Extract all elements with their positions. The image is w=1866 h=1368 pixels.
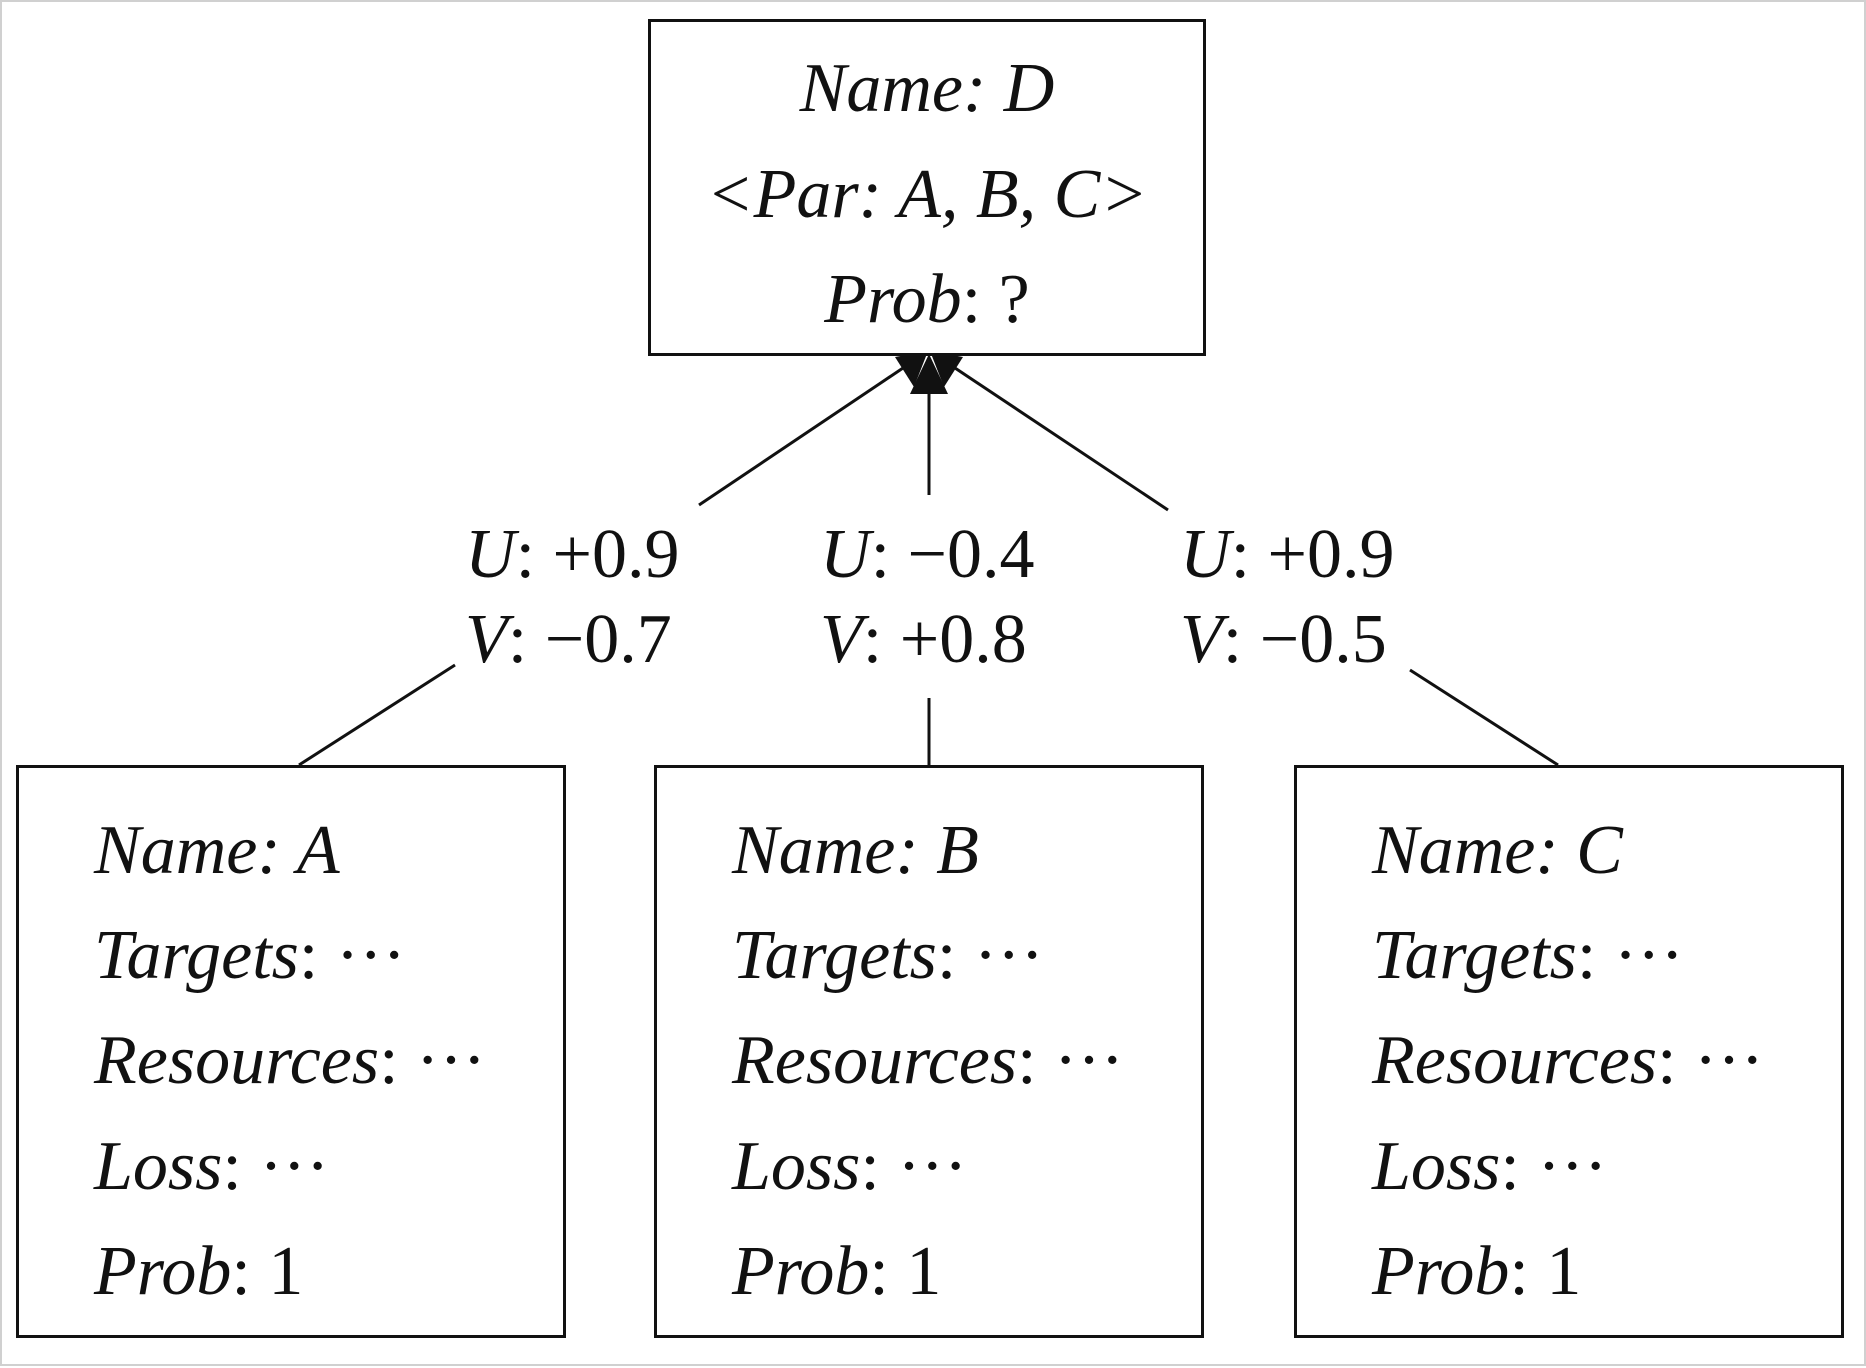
edge-b-u-label: U: −0.4	[820, 516, 1035, 593]
edge-c-v-label: V: −0.5	[1180, 601, 1387, 678]
leaf-b-targets-row: Targets: ···	[732, 917, 1044, 994]
arrowhead-b-icon	[910, 354, 948, 394]
leaf-c-resources-row: Resources: ···	[1372, 1022, 1764, 1099]
leaf-c-name-row: Name: C	[1372, 812, 1623, 889]
edge-c-upper-line	[951, 364, 1169, 512]
leaf-c-targets-row: Targets: ···	[1372, 917, 1684, 994]
leaf-node-a: Name: A Targets: ··· Resources: ··· Loss…	[16, 765, 566, 1338]
edge-a-u-label: U: +0.9	[465, 516, 680, 593]
root-prob-value: : ?	[961, 261, 1030, 338]
leaf-a-resources-row: Resources: ···	[94, 1022, 486, 1099]
leaf-a-name-row: Name: A	[94, 812, 340, 889]
arrowhead-c-icon	[930, 351, 963, 387]
leaf-a-targets-row: Targets: ···	[94, 917, 406, 994]
leaf-b-name-row: Name: B	[732, 812, 979, 889]
root-node-d: Name: D <Par: A, B, C> Prob: ?	[648, 19, 1206, 356]
leaf-a-loss-row: Loss: ···	[94, 1128, 330, 1205]
leaf-node-c: Name: C Targets: ··· Resources: ··· Loss…	[1294, 765, 1844, 1338]
edge-a-lower-line	[298, 663, 456, 767]
leaf-b-resources-row: Resources: ···	[732, 1022, 1124, 1099]
leaf-a-prob-row: Prob: 1	[94, 1233, 304, 1310]
edge-a-upper-line	[698, 364, 907, 507]
leaf-c-prob-row: Prob: 1	[1372, 1233, 1582, 1310]
arrowhead-a-icon	[895, 351, 928, 387]
leaf-b-loss-row: Loss: ···	[732, 1128, 968, 1205]
root-par-label: <Par: A, B, C>	[706, 156, 1148, 233]
root-name-label: Name: D	[799, 50, 1055, 127]
leaf-node-b: Name: B Targets: ··· Resources: ··· Loss…	[654, 765, 1204, 1338]
edge-a-v-label: V: −0.7	[465, 601, 672, 678]
edge-c-lower-line	[1409, 668, 1559, 767]
edge-b-v-label: V: +0.8	[820, 601, 1027, 678]
leaf-b-prob-row: Prob: 1	[732, 1233, 942, 1310]
root-prob-key: Prob	[824, 261, 962, 338]
root-prob-row: Prob: ?	[651, 265, 1203, 335]
edge-c-u-label: U: +0.9	[1180, 516, 1395, 593]
leaf-c-loss-row: Loss: ···	[1372, 1128, 1608, 1205]
